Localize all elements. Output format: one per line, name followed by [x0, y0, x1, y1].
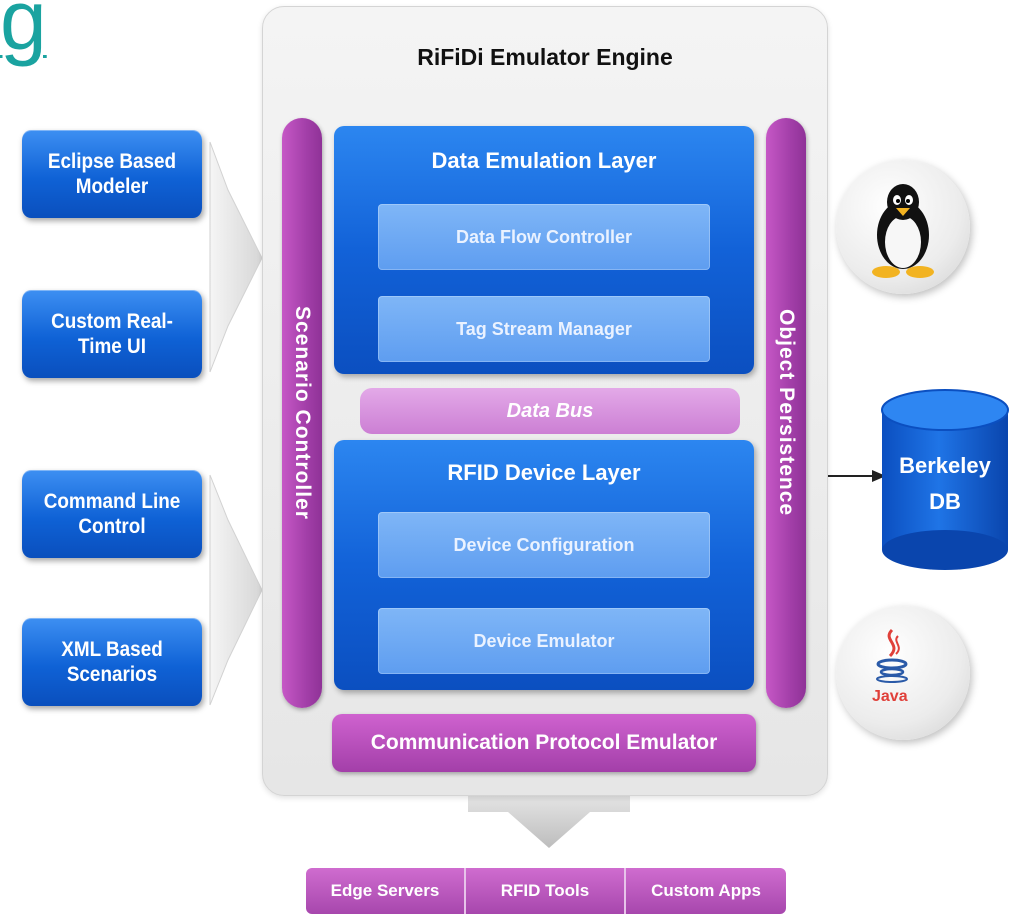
database-cylinder-icon: [881, 389, 1009, 570]
database-label: Berkeley DB: [899, 453, 991, 514]
input-eclipse-modeler: Eclipse Based Modeler: [22, 130, 202, 218]
java-label: Java: [872, 688, 908, 705]
device-configuration: Device Configuration: [378, 512, 710, 578]
tag-stream-manager: Tag Stream Manager: [378, 296, 710, 362]
data-flow-controller: Data Flow Controller: [378, 204, 710, 270]
output-custom-apps: Custom Apps: [626, 868, 786, 914]
object-persistence-bar: [766, 118, 806, 708]
upper-input-arrow: [209, 141, 263, 373]
communication-protocol-emulator: Communication Protocol Emulator: [332, 714, 756, 772]
linux-penguin-icon: [872, 184, 934, 278]
engine-title: RiFiDi Emulator Engine: [417, 44, 673, 70]
device-emulator: Device Emulator: [378, 608, 710, 674]
scenario-controller-label: Scenario Controller: [291, 306, 314, 520]
data-bus: Data Bus: [360, 388, 740, 434]
scenario-controller-bar: [282, 118, 322, 708]
java-icon: [876, 628, 908, 683]
output-down-arrow: [468, 796, 630, 848]
rfid-device-layer-title: RFID Device Layer: [447, 460, 641, 485]
heading-fragment: g: [0, 0, 47, 67]
input-command-line-control: Command Line Control: [22, 470, 202, 558]
input-xml-scenarios: XML Based Scenarios: [22, 618, 202, 706]
data-emulation-layer-title: Data Emulation Layer: [431, 148, 657, 173]
output-edge-servers: Edge Servers: [306, 868, 466, 914]
output-rfid-tools: RFID Tools: [466, 868, 626, 914]
object-persistence-label: Object Persistence: [775, 309, 798, 517]
input-custom-realtime-ui: Custom Real- Time UI: [22, 290, 202, 378]
lower-input-arrow: [209, 474, 263, 706]
db-arrow-head: [872, 470, 886, 482]
